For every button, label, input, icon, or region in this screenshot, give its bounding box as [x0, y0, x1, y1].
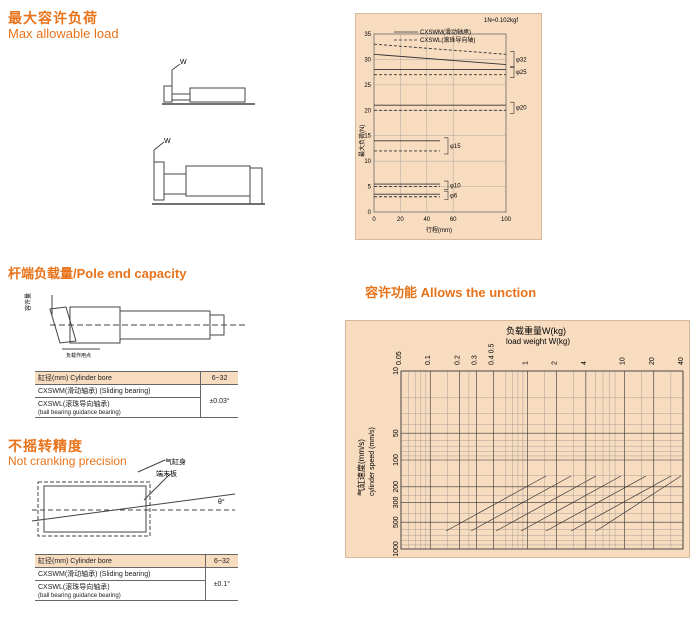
bore-label: φ32: [516, 57, 527, 63]
bore-bracket: [444, 137, 449, 155]
pole-end-bore-value: 6~32: [200, 371, 238, 385]
pole-end-diagram: 容许量 负载作用点: [24, 293, 245, 359]
weight-tick-label: 0.1: [425, 355, 432, 365]
speed-tick-label: 500: [393, 516, 400, 528]
precision-cylinder-label: 气缸身: [165, 457, 186, 466]
legend-slide-label: CXSWM(滑动轴承): [420, 28, 471, 36]
x-tick-label: 60: [450, 217, 457, 223]
weight-tick-label: 1: [522, 361, 529, 365]
x-tick-label: 40: [423, 217, 430, 223]
precision-table: 缸径(mm) Cylinder bore 6~32 CXSWM(滑动轴承) (S…: [35, 554, 238, 601]
pole-end-table: 缸径(mm) Cylinder bore 6~32 CXSWM(滑动轴承) (S…: [35, 371, 238, 418]
speed-tick-label: 100: [393, 454, 400, 466]
x-tick-label: 20: [397, 217, 404, 223]
weight-tick-label: 2: [552, 361, 559, 365]
capability-line: [470, 475, 572, 532]
capability-line: [545, 475, 647, 532]
y-tick-label: 15: [364, 134, 371, 140]
function-title: 容许功能 Allows the unction: [365, 285, 537, 300]
bore-label: φ25: [516, 70, 527, 76]
unit-note: 1N≈0.102kgf: [484, 18, 518, 24]
series-line: [373, 53, 507, 65]
legend-ball-label: CXSWL(滚珠导向轴): [420, 36, 475, 44]
weight-tick-label: 40: [678, 357, 685, 365]
y-tick-label: 25: [364, 83, 371, 89]
pole-end-title: 杆端负载量/Pole end capacity: [8, 266, 187, 281]
function-top-label-cn: 负载重量W(kg): [506, 325, 566, 336]
bore-bracket: [510, 66, 515, 78]
max-load-chart: 1N≈0.102kgf 最大负荷(N) 行程(mm) 35 30 25 20 15 10 5…: [355, 13, 542, 240]
bore-label: φ20: [516, 106, 527, 112]
precision-bore-header: 缸径(mm) Cylinder bore: [35, 554, 206, 568]
bore-bracket: [510, 101, 515, 114]
bore-bracket: [444, 180, 449, 190]
pole-end-side-label: 容许量: [24, 293, 32, 311]
precision-row1: CXSWM(滑动轴承) (Sliding bearing): [35, 567, 206, 581]
function-chart: 负载重量W(kg) load weight W(kg) 气缸速度(mm/s) c…: [345, 320, 690, 558]
precision-row2: CXSWL(滚珠导向轴承)(ball bearing guidance bear…: [35, 580, 206, 601]
bore-label: φ10: [450, 183, 461, 189]
speed-tick-label: 200: [393, 481, 400, 493]
bore-label: φ6: [450, 193, 458, 199]
y-tick-label: 20: [364, 108, 371, 114]
weight-tick-label: 20: [649, 357, 656, 365]
function-chart-svg: 负载重量W(kg) load weight W(kg) 气缸速度(mm/s) c…: [356, 325, 685, 557]
speed-tick-label: 300: [393, 497, 400, 509]
function-side-label-cn: 气缸速度(mm/s): [356, 439, 366, 496]
load-diagram: W W: [152, 59, 265, 205]
bore-bracket: [510, 51, 515, 68]
weight-tick-label: 10: [620, 357, 627, 365]
function-side-label-en: cylinder speed (mm/s): [369, 427, 376, 496]
precision-diagram: 气缸身 端末板 θ°: [31, 457, 236, 537]
pole-end-precision-value: ±0.03°: [200, 384, 238, 418]
speed-tick-label: 50: [393, 429, 400, 437]
precision-plate-label: 端末板: [156, 469, 177, 478]
x-tick-label: 100: [501, 217, 512, 223]
pole-end-dim-label: 负载作用点: [66, 352, 91, 359]
y-tick-label: 5: [368, 185, 372, 191]
capability-line: [595, 475, 682, 532]
weight-label-1: W: [180, 59, 187, 66]
max-load-title-en: Max allowable load: [8, 26, 119, 41]
precision-accuracy-value: ±0.1°: [204, 567, 238, 601]
pole-end-row2: CXSWL(滚珠导向轴承)(ball bearing guidance bear…: [35, 397, 201, 418]
weight-tick-label: 0.2: [454, 355, 461, 365]
precision-angle-label: θ°: [218, 498, 225, 506]
max-load-title-cn: 最大容许负荷: [8, 10, 98, 26]
speed-tick-label: 10: [393, 367, 400, 375]
y-tick-label: 35: [364, 32, 371, 38]
capability-line: [570, 475, 672, 532]
weight-tick-label: 0.05: [396, 351, 403, 365]
series-line: [373, 43, 507, 55]
x-axis-label: 行程(mm): [426, 226, 452, 234]
function-top-label-en: load weight W(kg): [506, 337, 570, 346]
weight-tick-label: 0.3: [472, 355, 479, 365]
precision-bore-value: 6~32: [204, 554, 238, 568]
y-axis-label: 最大负荷(N): [358, 125, 366, 157]
y-tick-label: 30: [364, 57, 371, 63]
precision-title-cn: 不摇转精度: [8, 438, 83, 454]
max-load-chart-svg: 1N≈0.102kgf 最大负荷(N) 行程(mm) 35 30 25 20 15 10 5…: [358, 18, 527, 234]
x-tick-label: 0: [372, 217, 376, 223]
precision-title-en: Not cranking precision: [8, 454, 127, 468]
weight-label-2: W: [164, 138, 171, 145]
bore-label: φ15: [450, 144, 461, 150]
weight-tick-label: 0.4 0.5: [489, 343, 496, 365]
speed-tick-label: 1000: [393, 541, 400, 557]
weight-tick-label: 4: [581, 361, 588, 365]
y-tick-label: 10: [364, 159, 371, 165]
y-tick-label: 0: [368, 210, 372, 216]
capability-line: [520, 475, 622, 532]
plot-frame: [373, 33, 507, 213]
capability-line: [495, 475, 597, 532]
capability-line: [445, 475, 547, 532]
pole-end-bore-header: 缸径(mm) Cylinder bore: [35, 371, 201, 385]
bore-bracket: [444, 190, 449, 201]
pole-end-row1: CXSWM(滑动轴承) (Sliding bearing): [35, 384, 201, 398]
